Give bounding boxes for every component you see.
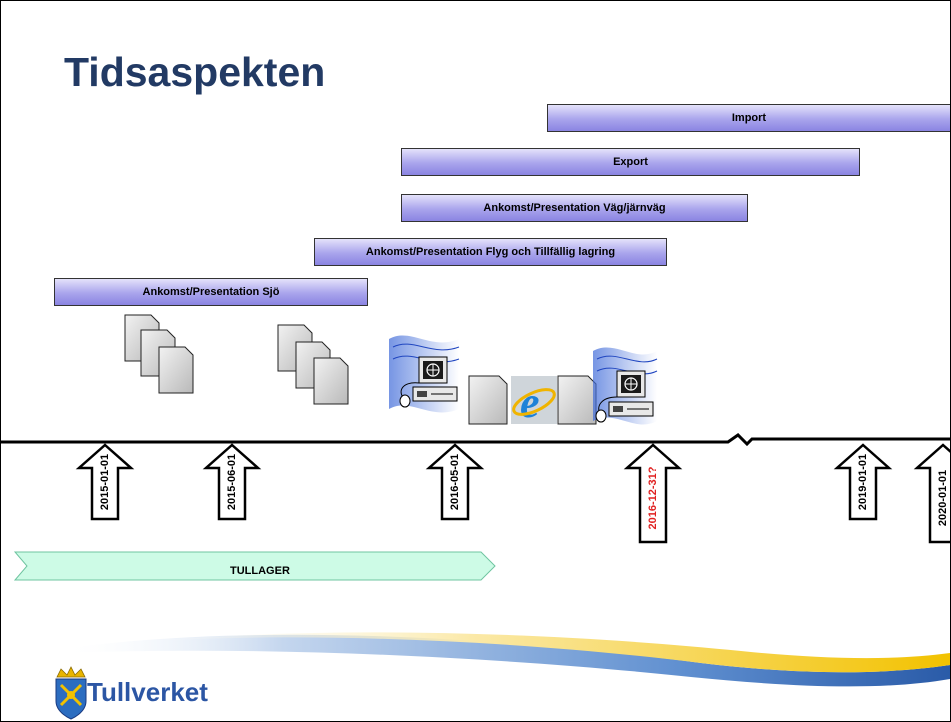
date-label: 2020-01-01 [937, 469, 949, 527]
svg-text:e: e [520, 378, 540, 427]
bar-flyg: Ankomst/Presentation Flyg och Tillfällig… [314, 238, 667, 266]
date-arrows [75, 443, 950, 544]
bar-sjo: Ankomst/Presentation Sjö [54, 278, 368, 306]
bar-import: Import [547, 104, 950, 132]
document-stack-icon [277, 324, 349, 405]
timeline-axis [1, 433, 950, 447]
tullager-band [13, 551, 496, 581]
internet-explorer-icon: e [511, 376, 557, 427]
date-label-highlight: 2016-12-31? [647, 466, 659, 530]
brand-swoosh [61, 634, 950, 687]
bar-vag-jarnvag: Ankomst/Presentation Väg/järnväg [401, 194, 748, 222]
arrow-2015-06-01 [202, 443, 262, 521]
date-label: 2019-01-01 [857, 453, 869, 511]
arrow-2019-01-01 [833, 443, 893, 521]
tullager-label: TULLAGER [230, 565, 290, 577]
date-label: 2015-01-01 [99, 453, 111, 511]
bar-flyg-label: Ankomst/Presentation Flyg och Tillfällig… [365, 246, 616, 258]
document-stack-icon [124, 314, 194, 394]
slide-title: Tidsaspekten [64, 49, 326, 95]
bar-vag-label: Ankomst/Presentation Väg/järnväg [483, 202, 666, 214]
bar-sjo-label: Ankomst/Presentation Sjö [142, 286, 280, 298]
bar-import-label: Import [731, 112, 767, 124]
arrow-2020-01-01 [913, 443, 950, 544]
bar-export: Export [401, 148, 860, 176]
tullverket-logo-text: Tullverket [87, 677, 208, 707]
computer-network-icon [389, 335, 460, 413]
document-icon [468, 375, 508, 425]
arrow-2015-01-01 [75, 443, 135, 521]
brand-swoosh-gold [151, 632, 950, 673]
date-label: 2016-05-01 [449, 453, 461, 511]
arrow-2016-12-31 [623, 443, 683, 544]
bar-export-label: Export [613, 156, 648, 168]
document-icon [557, 375, 597, 425]
date-label: 2015-06-01 [226, 453, 238, 511]
arrow-2016-05-01 [425, 443, 485, 521]
computer-network-icon [593, 347, 658, 425]
crown-shield-icon [55, 666, 87, 720]
